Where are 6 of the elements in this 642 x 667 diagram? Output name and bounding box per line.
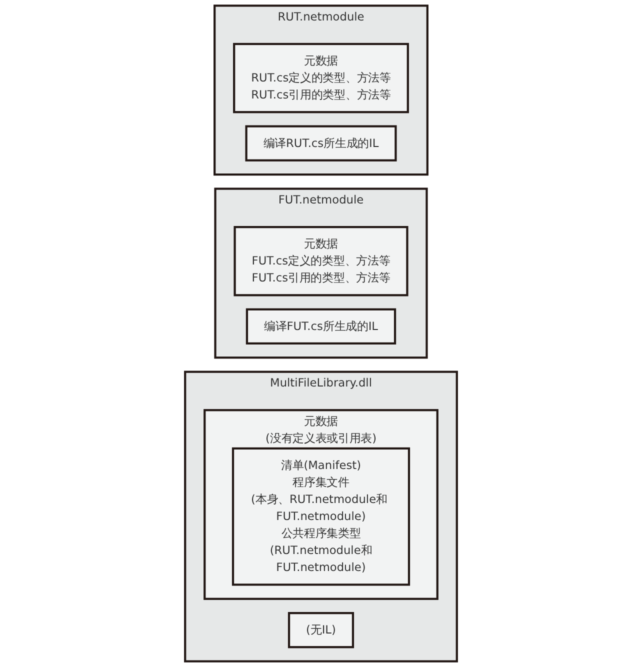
node-box: 元数据 FUT.cs定义的类型、方法等 FUT.cs引用的类型、方法等 (234, 226, 408, 296)
node-box: 编译FUT.cs所生成的IL (246, 308, 396, 344)
node-box: 元数据 RUT.cs定义的类型、方法等 RUT.cs引用的类型、方法等 (233, 42, 409, 114)
node-box: 编译RUT.cs所生成的IL (245, 125, 397, 162)
node-box: (无IL) (288, 612, 354, 648)
node-box: 清单(Manifest) 程序集文件 (本身、RUT.netmodule和 FUT.netmodule) 公共程序集类型 (RUT.netmodule和FUT.netmodule) (232, 447, 410, 586)
